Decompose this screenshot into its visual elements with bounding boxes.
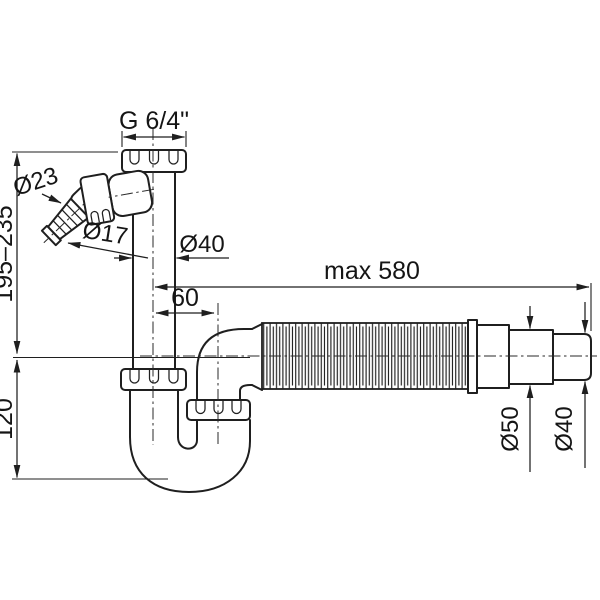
outlet-50-label: Ø50 — [497, 406, 524, 451]
outlet-step-40 — [552, 333, 592, 381]
dim-inlet-height: 195–235 — [0, 151, 118, 355]
inlet-tail-diameter-label: Ø17 — [81, 217, 130, 251]
inlet-height-label: 195–235 — [0, 205, 18, 302]
sink-flange-nut — [121, 149, 187, 173]
thread-size-label: G 6/4" — [119, 107, 189, 135]
trap-depth-label: 120 — [0, 398, 18, 440]
outlet-40-label: Ø40 — [551, 406, 578, 451]
elbow-offset-label: 60 — [171, 284, 199, 312]
dim-thread: G 6/4" — [119, 107, 189, 147]
centerlines — [13, 128, 597, 445]
dim-outlet-40: Ø40 — [551, 302, 589, 468]
dim-pipe-diameter: Ø40 — [114, 231, 229, 262]
dim-elbow-offset: 60 — [155, 284, 215, 317]
outlet-step-50 — [508, 329, 554, 385]
washing-machine-inlet — [40, 169, 155, 247]
inlet-diameter-label: Ø23 — [10, 162, 61, 202]
dim-inlet-diameter: Ø23 — [10, 162, 62, 204]
pipe-diameter-label: Ø40 — [179, 231, 224, 258]
dim-trap-depth: 120 — [0, 359, 168, 480]
p-trap-body — [120, 368, 251, 493]
outlet-elbow — [186, 323, 263, 421]
hose-end-fitting — [476, 324, 510, 389]
dim-inlet-tail-diameter: Ø17 — [67, 217, 149, 259]
dim-outlet-50: Ø50 — [497, 306, 534, 472]
dim-max-length: max 580 — [154, 257, 592, 331]
max-length-label: max 580 — [324, 257, 420, 285]
